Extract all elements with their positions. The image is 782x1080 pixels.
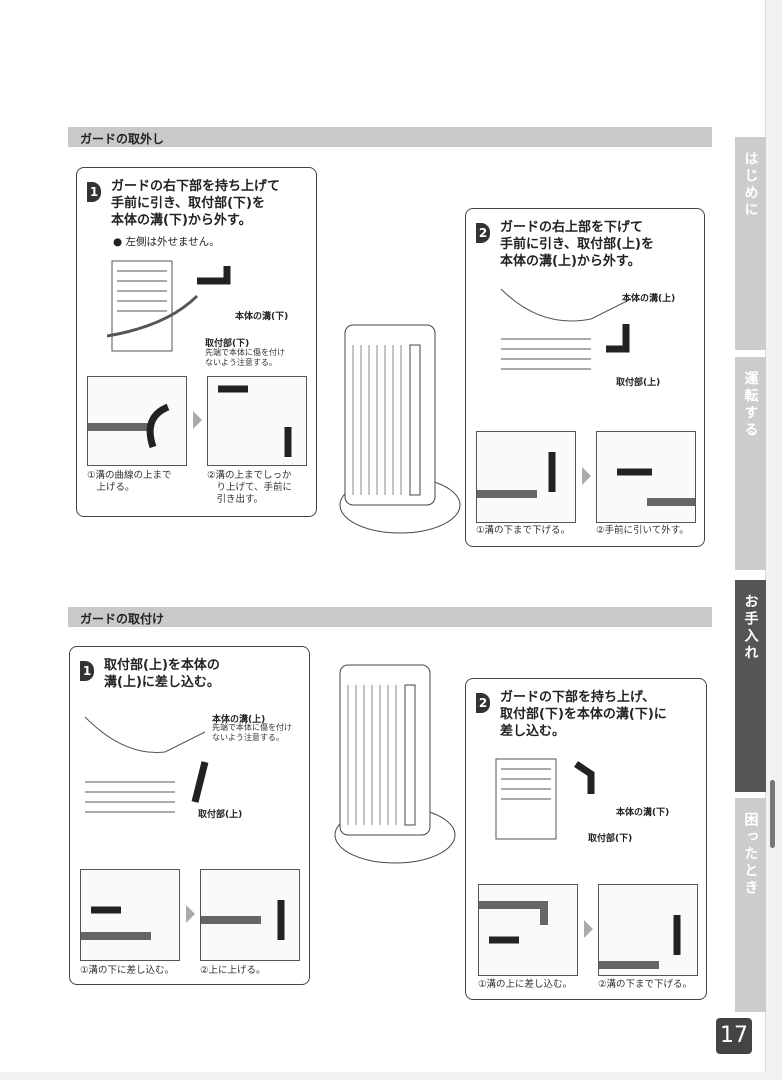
arrow-icon [584,920,593,938]
tab-oteire[interactable]: お手入れ [735,580,766,792]
caption-2: ②手前に引いて外す。 [596,525,689,536]
note: ● 左側は外せません。 [113,236,220,248]
step-title: ガードの右下部を持ち上げて 手前に引き、取付部(下)を 本体の溝(下)から外す。 [111,179,281,228]
section-header-install: ガードの取付け [68,607,712,627]
label-groove: 本体の溝(上) [622,294,676,304]
guard-illustration [84,716,209,813]
step-title: ガードの右上部を下げて 手前に引き、取付部(上)を 本体の溝(上)から外す。 [500,220,654,269]
label-groove: 本体の溝(上) [212,715,266,725]
detail-image-1 [478,884,578,976]
step-number: 2 [476,223,490,243]
install-step2-box: 2 ガードの下部を持ち上げ、 取付部(下)を本体の溝(下)に 差し込む。 本体の… [465,678,707,1000]
scrollbar-thumb[interactable] [770,780,775,848]
label-mount: 取付部(上) [198,810,243,820]
guard-illustration [500,288,632,370]
step-number: 1 [87,182,101,202]
caution: 先端で本体に傷を付け ないよう注意する。 [212,723,292,742]
caption-1: ①溝の下に差し込む。 [80,965,175,976]
caption-2: ②上に上げる。 [200,965,266,976]
arrow-icon [186,905,195,923]
detail-image-1 [476,431,576,523]
label-mount: 取付部(上) [616,378,661,388]
detail-image-2 [598,884,698,976]
label-groove: 本体の溝(下) [235,312,289,322]
step-title: ガードの下部を持ち上げ、 取付部(下)を本体の溝(下)に 差し込む。 [500,690,667,739]
detail-image-2 [207,376,307,466]
detail-image-1 [87,376,187,466]
tab-unten[interactable]: 運転する [735,357,766,570]
heater-illustration [334,664,456,864]
step-title: 取付部(上)を本体の 溝(上)に差し込む。 [104,658,220,690]
install-step1-box: 1 取付部(上)を本体の 溝(上)に差し込む。 本体の溝(上) 先端で本体に傷を… [69,646,310,985]
detail-image-2 [200,869,300,961]
label-groove: 本体の溝(下) [616,808,670,818]
caption-1: ①溝の曲線の上まで 上げる。 [87,470,172,493]
label-mount: 取付部(下) [205,339,250,349]
step-number: 2 [476,693,490,713]
caption-2: ②溝の上までしっか り上げて、手前に 引き出す。 [207,470,293,505]
caution: 先端で本体に傷を付け ないよう注意する。 [205,348,285,367]
page-number: 17 [716,1018,752,1054]
step-number: 1 [80,661,94,681]
label-mount: 取付部(下) [588,834,633,844]
tab-hajimeni[interactable]: はじめに [735,137,766,350]
guard-illustration [107,260,231,352]
arrow-icon [193,411,202,429]
section-header-removal: ガードの取外し [68,127,712,147]
tab-komattatoki[interactable]: 困ったとき [735,798,766,1012]
detail-image-1 [80,869,180,961]
removal-step1-box: 1 ガードの右下部を持ち上げて 手前に引き、取付部(下)を 本体の溝(下)から外… [76,167,317,517]
detail-image-2 [596,431,696,523]
heater-illustration [339,324,461,534]
guard-illustration [495,758,595,840]
arrow-icon [582,467,591,485]
manual-page: ガードの取外し 1 ガードの右下部を持ち上げて 手前に引き、取付部(下)を 本体… [0,0,766,1072]
caption-2: ②溝の下まで下げる。 [598,979,693,990]
caption-1: ①溝の下まで下げる。 [476,525,571,536]
caption-1: ①溝の上に差し込む。 [478,979,573,990]
removal-step2-box: 2 ガードの右上部を下げて 手前に引き、取付部(上)を 本体の溝(上)から外す。… [465,208,705,547]
